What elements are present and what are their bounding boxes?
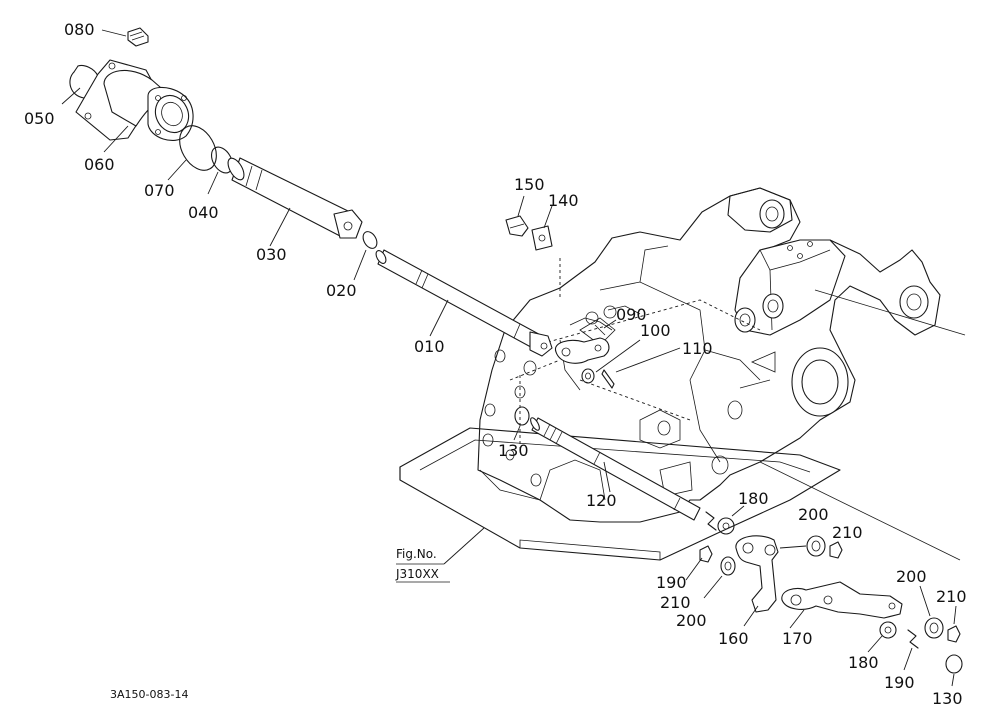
callout-labels: 080 050 060 070 040 030 020 010 150 140 … <box>24 20 967 708</box>
callout-180-lower: 180 <box>848 653 879 672</box>
part-060-cover <box>75 59 194 153</box>
part-190-pin-upper <box>705 511 717 531</box>
callout-180-upper: 180 <box>738 489 769 508</box>
callout-050: 050 <box>24 109 55 128</box>
transmission-housing <box>399 187 966 561</box>
callout-100: 100 <box>640 321 671 340</box>
callout-070: 070 <box>144 181 175 200</box>
lower-linkage <box>685 505 963 687</box>
callout-040: 040 <box>188 203 219 222</box>
callout-200-lower: 200 <box>896 567 927 586</box>
part-080-bolt <box>101 27 149 47</box>
part-170-lever-arm <box>781 581 903 619</box>
callout-160: 160 <box>718 629 749 648</box>
callout-060: 060 <box>84 155 115 174</box>
part-130-oring-lower <box>945 654 963 674</box>
part-040-oring <box>207 146 234 195</box>
callout-200-left: 200 <box>676 611 707 630</box>
part-120-shaft <box>530 417 701 521</box>
part-210-nut-left <box>699 545 713 563</box>
part-200-bushing-left <box>720 556 736 576</box>
callout-140: 140 <box>548 191 579 210</box>
fig-label-line1: Fig.No. <box>396 547 437 561</box>
part-200-bushing-lower <box>924 617 944 639</box>
part-150-bolt <box>505 195 529 237</box>
callout-210-upper: 210 <box>832 523 863 542</box>
callout-130-upper: 130 <box>498 441 529 460</box>
figure-reference: Fig.No. J310XX <box>395 527 485 583</box>
fig-label-line2: J310XX <box>395 567 439 581</box>
part-130-oring-upper <box>513 406 530 441</box>
part-180-washer-lower <box>879 621 897 639</box>
part-100-washer <box>581 339 641 384</box>
part-180-washer-upper <box>717 517 735 535</box>
callout-200-upper: 200 <box>798 505 829 524</box>
part-110-pin <box>601 347 681 389</box>
part-030-sleeve <box>227 157 363 247</box>
callout-080: 080 <box>64 20 95 39</box>
callout-190-upper: 190 <box>656 573 687 592</box>
part-020-oring <box>353 231 378 281</box>
part-210-nut-upper <box>829 541 843 559</box>
callout-190-lower: 190 <box>884 673 915 692</box>
callout-150: 150 <box>514 175 545 194</box>
callout-170: 170 <box>782 629 813 648</box>
callout-020: 020 <box>326 281 357 300</box>
part-140-plate <box>531 205 553 251</box>
part-010-shaft <box>375 249 553 357</box>
part-210-nut-lower <box>947 625 961 643</box>
drawing-ref-number: 3A150-083-14 <box>110 688 188 701</box>
callout-030: 030 <box>256 245 287 264</box>
callout-010: 010 <box>414 337 445 356</box>
callout-130-lower: 130 <box>932 689 963 708</box>
part-200-bushing-upper <box>806 535 826 557</box>
part-190-pin-lower <box>907 629 919 649</box>
callout-090: 090 <box>616 305 647 324</box>
callout-210-lower: 210 <box>936 587 967 606</box>
part-090-arm <box>554 319 617 364</box>
callout-120: 120 <box>586 491 617 510</box>
part-070-oring <box>167 125 217 181</box>
callout-110: 110 <box>682 339 713 358</box>
part-160-lever <box>735 535 779 613</box>
callout-210-left: 210 <box>660 593 691 612</box>
